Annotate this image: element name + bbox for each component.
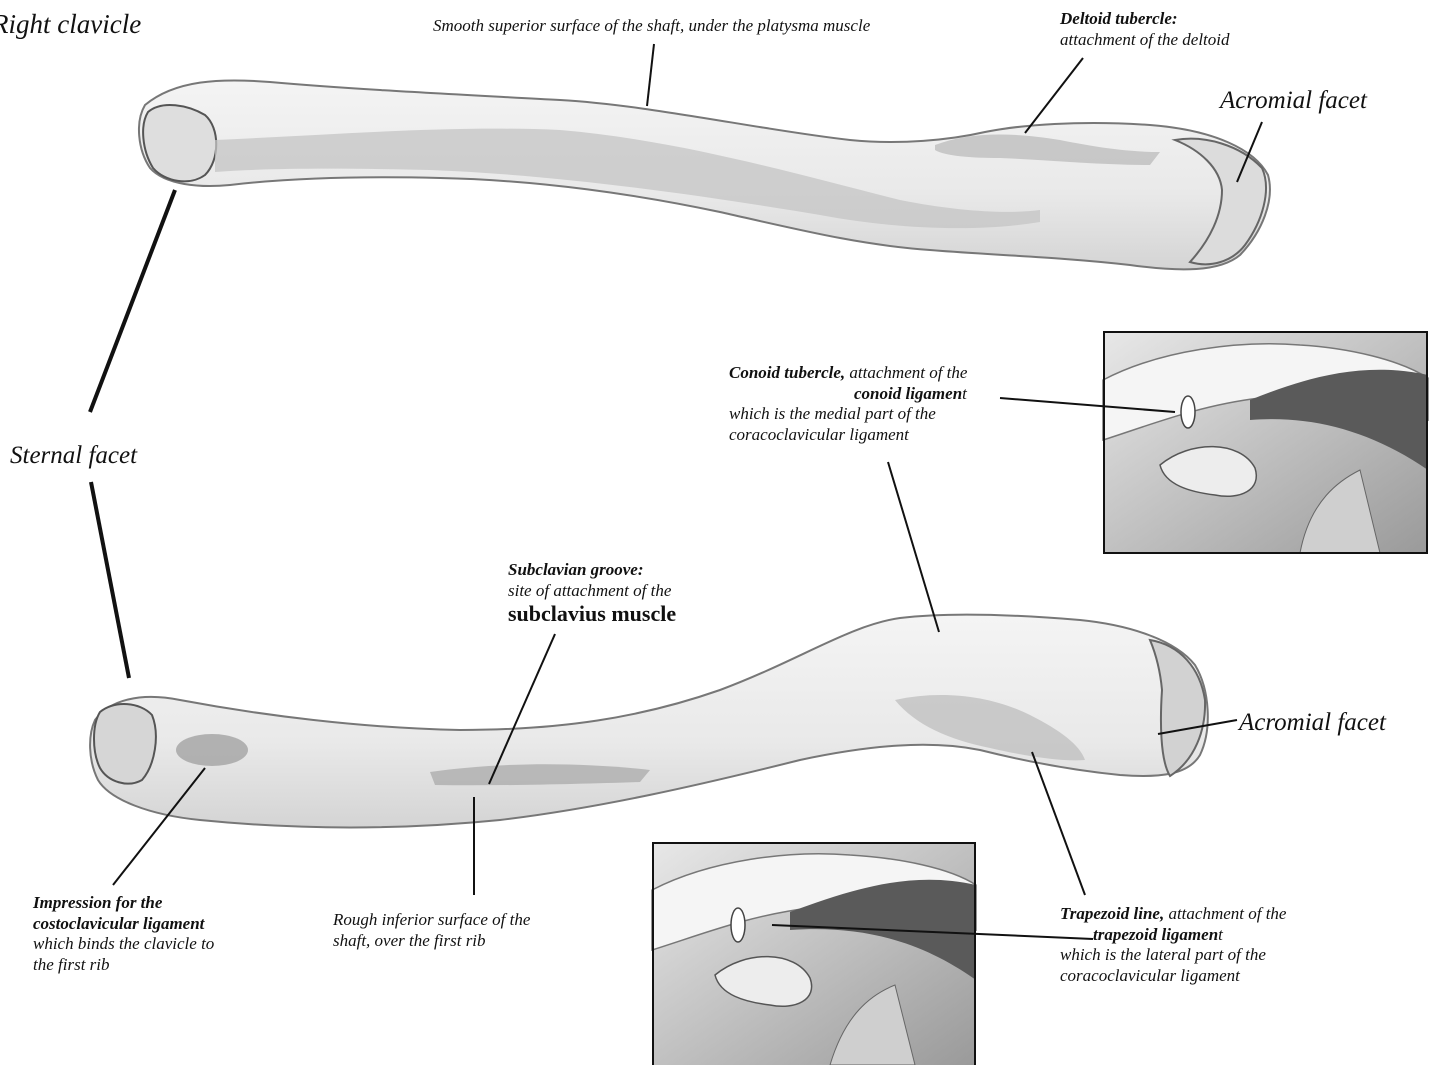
label-costoclavicular-text2: the first rib <box>33 955 110 974</box>
label-costoclavicular-title1: Impression for the <box>33 893 162 912</box>
label-subclavius-muscle: subclavius muscle <box>508 601 676 626</box>
label-conoid-tubercle-text1: attachment of the <box>845 363 967 382</box>
label-acromial-facet-bottom: Acromial facet <box>1239 708 1386 739</box>
label-subclavian-groove: Subclavian groove: site of attachment of… <box>508 560 676 628</box>
leader-sternal-facet-lower <box>91 482 129 678</box>
diagram-title: Right clavicle <box>0 8 141 41</box>
costoclavicular-impression <box>176 734 248 766</box>
label-conoid-ligament-tail: t <box>962 384 967 403</box>
leader-conoid-tubercle <box>888 462 939 632</box>
label-trapezoid-line-text2: which is the lateral part of the <box>1060 945 1266 964</box>
label-sternal-facet: Sternal facet <box>10 441 137 472</box>
label-trapezoid-ligament-tail: t <box>1218 925 1223 944</box>
label-conoid-tubercle: Conoid tubercle, attachment of the conoi… <box>729 363 967 446</box>
leader-deltoid-tubercle <box>1025 58 1083 133</box>
leader-trapezoid-line <box>1032 752 1085 895</box>
label-costoclavicular-text1: which binds the clavicle to <box>33 934 214 953</box>
inset-frame-conoid <box>1103 331 1428 554</box>
label-trapezoid-line-text1: attachment of the <box>1164 904 1286 923</box>
label-conoid-tubercle-text3: coracoclavicular ligament <box>729 425 909 444</box>
leader-smooth-superior <box>647 44 654 106</box>
label-rough-inferior-text1: Rough inferior surface of the <box>333 910 530 929</box>
leader-sternal-facet-upper <box>90 190 175 412</box>
label-subclavian-groove-text: site of attachment of the <box>508 581 671 600</box>
label-conoid-tubercle-text2: which is the medial part of the <box>729 404 936 423</box>
label-costoclavicular-title2: costoclavicular ligament <box>33 914 204 933</box>
label-trapezoid-line-text3: coracoclavicular ligament <box>1060 966 1240 985</box>
label-smooth-superior-surface: Smooth superior surface of the shaft, un… <box>433 16 870 37</box>
label-conoid-tubercle-title: Conoid tubercle, <box>729 363 845 382</box>
label-deltoid-tubercle: Deltoid tubercle: attachment of the delt… <box>1060 9 1230 50</box>
clavicle-superior-view <box>139 80 1270 269</box>
label-deltoid-tubercle-text: attachment of the deltoid <box>1060 30 1230 49</box>
label-rough-inferior-text2: shaft, over the first rib <box>333 931 486 950</box>
label-costoclavicular-impression: Impression for the costoclavicular ligam… <box>33 893 214 976</box>
sternal-facet-end-bottom <box>94 704 156 784</box>
label-subclavian-groove-title: Subclavian groove: <box>508 560 644 579</box>
clavicle-inferior-view <box>90 615 1208 828</box>
label-conoid-ligament: conoid ligamen <box>854 384 962 403</box>
label-trapezoid-line: Trapezoid line, attachment of the trapez… <box>1060 904 1286 987</box>
label-trapezoid-line-title: Trapezoid line, <box>1060 904 1164 923</box>
label-deltoid-tubercle-title: Deltoid tubercle: <box>1060 9 1178 28</box>
label-acromial-facet-top: Acromial facet <box>1220 86 1367 117</box>
label-trapezoid-ligament: trapezoid ligamen <box>1093 925 1218 944</box>
sternal-facet-end-top <box>143 105 216 181</box>
inset-frame-trapezoid <box>652 842 976 1065</box>
label-rough-inferior-surface: Rough inferior surface of the shaft, ove… <box>333 910 530 951</box>
